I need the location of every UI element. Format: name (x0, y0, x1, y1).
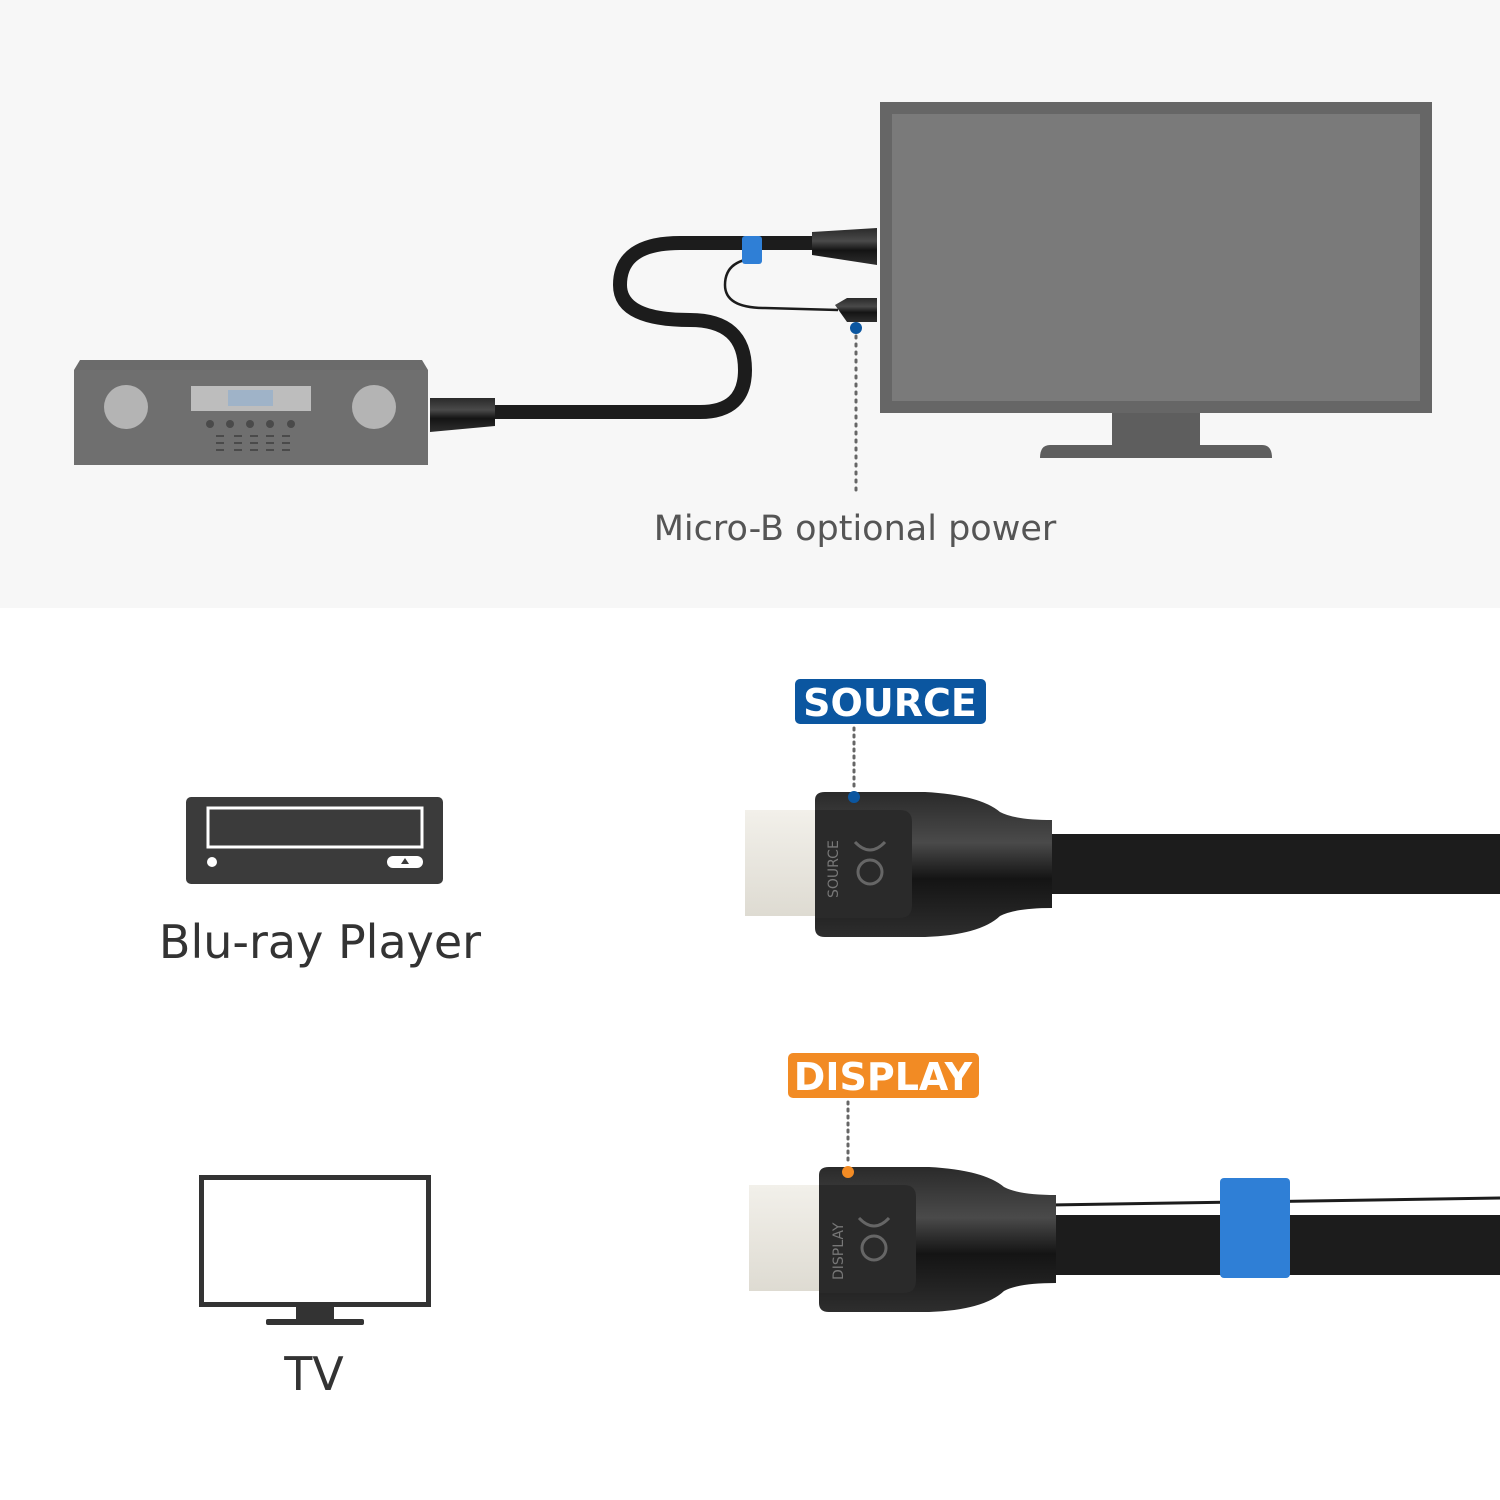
tv-icon (199, 1175, 431, 1325)
source-badge-text: SOURCE (803, 681, 977, 725)
display-badge (788, 1053, 979, 1098)
cable-strap (742, 236, 762, 264)
hdmi-cable-top (430, 228, 877, 492)
av-receiver-icon (74, 360, 428, 465)
source-device-label: Blu-ray Player (159, 915, 481, 969)
power-label: Micro-B optional power (654, 509, 1057, 549)
display-badge-text: DISPLAY (794, 1055, 973, 1099)
micro-b-connector-icon (835, 298, 877, 322)
cable-logo-icon (857, 1216, 891, 1262)
hdmi-plug-metal (749, 1185, 825, 1291)
display-engraving: DISPLAY (831, 1222, 847, 1280)
source-badge (795, 679, 986, 724)
hdmi-connector-display: DISPLAY (749, 1166, 1500, 1312)
cable-logo-icon (853, 840, 887, 886)
blu-ray-player-icon (186, 797, 443, 884)
display-device-label: TV (283, 1347, 344, 1401)
monitor-icon (880, 102, 1432, 458)
source-engraving: SOURCE (826, 840, 842, 898)
hdmi-connector-source: SOURCE (745, 791, 1500, 937)
hdmi-plug-metal (745, 810, 821, 916)
cable-strap (1220, 1178, 1290, 1278)
hdmi-connector-icon (812, 228, 877, 265)
hdmi-connector-icon (430, 398, 495, 432)
